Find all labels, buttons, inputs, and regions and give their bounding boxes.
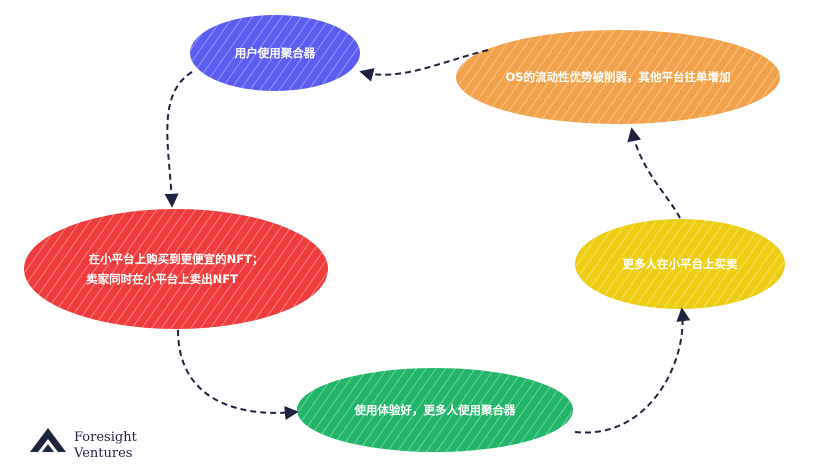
arrow-os-weakened-to-aggregator (359, 49, 489, 82)
arrow-good-experience-to-more-trading (574, 307, 691, 434)
node-cheap-nft: 在小平台上购买到更便宜的NFT； 卖家同时在小平台上卖出NFT (24, 209, 328, 329)
arrow-more-trading-to-os-weakened (627, 127, 681, 219)
node-good-experience: 使用体验好，更多人使用聚合器 (297, 368, 573, 452)
node-os-weakened: OS的流动性优势被削弱，其他平台往单增加 (456, 30, 780, 124)
node-cheap-nft-label-line1: 在小平台上购买到更便宜的NFT； (89, 252, 264, 266)
node-cheap-nft-label-line2: 卖家同时在小平台上卖出NFT (86, 272, 238, 286)
arrow-aggregator-to-cheap-nft (164, 71, 193, 208)
node-aggregator: 用户使用聚合器 (190, 15, 360, 91)
node-more-trading-label: 更多人在小平台上买卖 (623, 257, 738, 271)
node-aggregator-label: 用户使用聚合器 (234, 46, 316, 60)
foresight-ventures-logo: Foresight Ventures (30, 428, 138, 461)
mountain-logo-icon (30, 428, 66, 452)
logo-text-line2: Ventures (73, 446, 132, 461)
node-more-trading: 更多人在小平台上买卖 (575, 219, 785, 309)
logo-text-line1: Foresight (74, 430, 138, 445)
node-good-experience-label: 使用体验好，更多人使用聚合器 (354, 403, 516, 417)
node-os-weakened-label: OS的流动性优势被削弱，其他平台往单增加 (505, 70, 730, 84)
arrow-cheap-nft-to-good-experience (177, 329, 299, 420)
